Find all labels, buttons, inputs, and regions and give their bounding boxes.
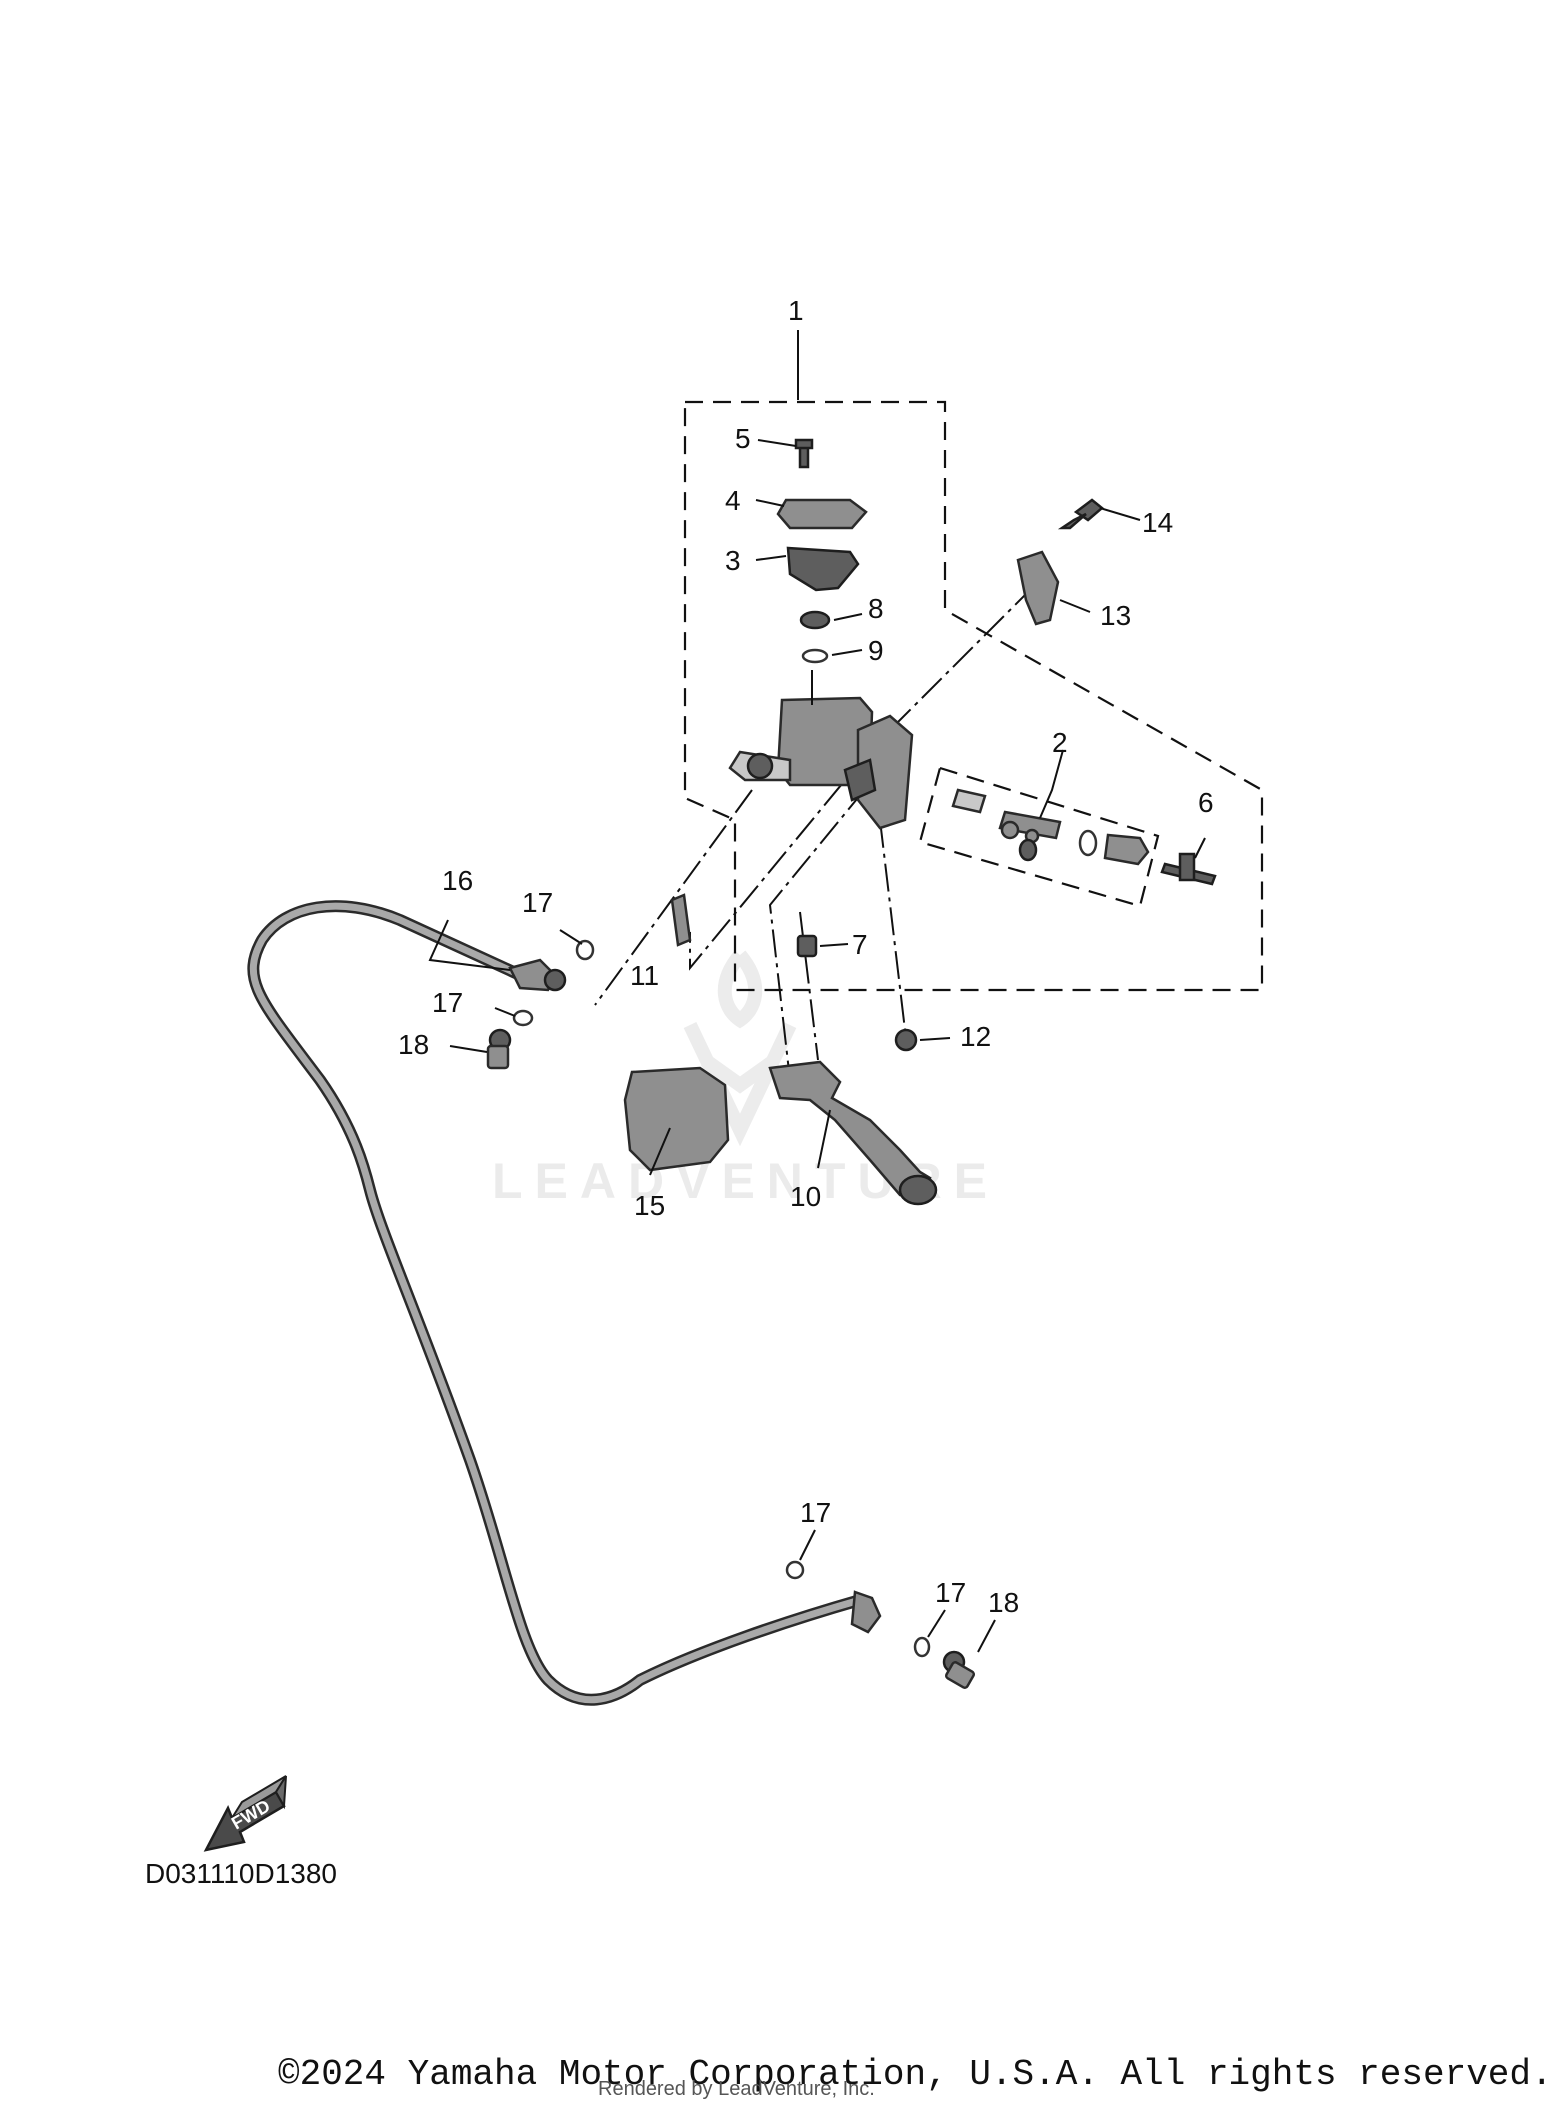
callout-17-lower: 17 [432,987,463,1018]
callout-4: 4 [725,485,741,516]
callout-6: 6 [1198,787,1214,818]
clutch-master-cylinder-diagram: LEADVENTURE [203,295,1264,1852]
hose-fitting-bottom [850,1590,882,1634]
part-10-clutch-lever [768,1060,932,1202]
fwd-arrow-icon: FWD [203,1775,287,1852]
part-8-float [799,610,831,630]
watermark: LEADVENTURE [492,950,987,1209]
part-9-oring [801,648,829,664]
assembly-2-boundary [918,766,1160,908]
part-13-clamp [1016,550,1060,626]
callout-13: 13 [1100,600,1131,631]
callout-7: 7 [852,929,868,960]
callout-14: 14 [1142,507,1173,538]
part-11-pin [670,893,692,947]
part-17-washer-bottom-left [785,1560,805,1580]
part-17-washer-bottom-right [913,1636,931,1658]
part-17-washer-upper [575,939,595,961]
watermark-logo-icon [683,950,797,1147]
part-16-clutch-hose [247,900,866,1706]
assembly-1-boundary [683,400,1264,992]
callout-2: 2 [1052,727,1068,758]
callout-17-upper: 17 [522,887,553,918]
callout-18-lower: 18 [988,1587,1019,1618]
part-5-screw [794,438,814,469]
copyright-notice: ©2024 Yamaha Motor Corporation, U.S.A. A… [278,2054,1553,2095]
part-10-lever-ball [898,1174,938,1206]
callout-5: 5 [735,423,751,454]
callout-18-upper: 18 [398,1029,429,1060]
parts-diagram-page: LEADVENTURE [145,295,1553,2100]
part-17-washer-lower [512,1009,534,1027]
callout-15: 15 [634,1190,665,1221]
callout-11: 11 [630,960,659,991]
callout-1: 1 [788,295,804,326]
callout-16: 16 [442,865,473,896]
callout-17-bottom-right: 17 [935,1577,966,1608]
part-4-reservoir-cap [776,498,868,530]
part-18-banjo-bolt-lower [942,1650,976,1689]
part-2-piston-kit [951,788,1150,866]
rendered-by-notice: Rendered by LeadVenture, Inc. [598,2078,875,2100]
leader-lines [428,330,1206,1653]
callout-10: 10 [790,1181,821,1212]
callout-9: 9 [868,635,884,666]
part-3-diaphragm [786,546,860,592]
part-14-bolt [1057,498,1104,530]
diagram-code: D031110D1380 [145,1858,338,1889]
part-6-pivot-bolt [1160,852,1217,886]
part-15-switch [623,1066,730,1172]
part-7-collar [796,934,818,958]
callout-17-bottom-left: 17 [800,1497,831,1528]
part-18-banjo-bolt-upper [486,1028,512,1070]
callout-8: 8 [868,593,884,624]
callout-3: 3 [725,545,741,576]
callout-12: 12 [960,1021,991,1052]
hose-fitting-top [508,958,567,992]
master-cylinder-body [728,696,914,830]
callouts: 1 2 3 4 5 6 7 8 9 10 11 12 13 14 15 16 1… [398,295,1214,1618]
part-12-nut [894,1028,918,1052]
